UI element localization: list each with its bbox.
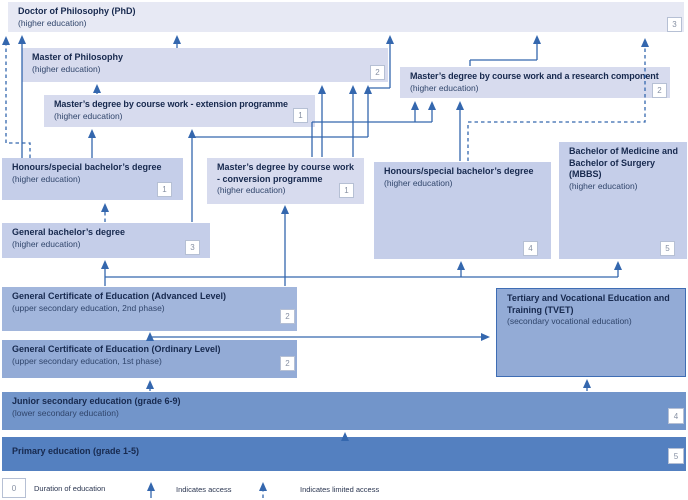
legend-limited-access-label: Indicates limited access — [300, 485, 380, 494]
legend-duration-label: Duration of education — [34, 484, 106, 493]
box-masters-extension: Master’s degree by course work - extensi… — [44, 95, 315, 127]
duration-badge-junior-secondary: 4 — [668, 408, 684, 424]
box-mphil-subtitle: (higher education) — [32, 63, 101, 74]
box-honours-left-title: Honours/special bachelor’s degree — [12, 162, 162, 172]
box-junior-secondary: Junior secondary education (grade 6-9) (… — [2, 392, 686, 430]
box-junior-secondary-title: Junior secondary education (grade 6-9) — [12, 396, 181, 406]
box-general-bachelor: General bachelor’s degree (higher educat… — [2, 223, 210, 258]
box-gce-ordinary-title: General Certificate of Education (Ordina… — [12, 344, 221, 354]
box-tvet-subtitle: (secondary vocational education) — [507, 316, 632, 327]
box-masters-conversion: Master’s degree by course work - convers… — [207, 158, 364, 204]
box-honours-right-title: Honours/special bachelor’s degree — [384, 166, 534, 176]
box-masters-conversion-subtitle: (higher education) — [217, 185, 286, 196]
box-phd: Doctor of Philosophy (PhD) (higher educa… — [8, 2, 684, 32]
duration-badge-honours-left: 1 — [157, 182, 172, 197]
duration-badge-gce-ordinary: 2 — [280, 356, 295, 371]
box-masters-extension-title: Master’s degree by course work - extensi… — [54, 99, 288, 109]
legend-access-label: Indicates access — [176, 485, 232, 494]
box-gce-ordinary-subtitle: (upper secondary education, 1st phase) — [12, 355, 162, 366]
duration-badge-masters-conversion: 1 — [339, 183, 354, 198]
box-honours-right: Honours/special bachelor’s degree (highe… — [374, 162, 551, 259]
box-honours-right-subtitle: (higher education) — [384, 177, 453, 188]
box-phd-title: Doctor of Philosophy (PhD) — [18, 6, 136, 16]
box-tvet: Tertiary and Vocational Education and Tr… — [496, 288, 686, 377]
duration-badge-gce-advanced: 2 — [280, 309, 295, 324]
box-gce-ordinary: General Certificate of Education (Ordina… — [2, 340, 297, 378]
box-gce-advanced-title: General Certificate of Education (Advanc… — [12, 291, 227, 301]
box-masters-research-title: Master’s degree by course work and a res… — [410, 71, 659, 81]
box-mbbs-title: Bachelor of Medicine and Bachelor of Sur… — [569, 146, 679, 180]
box-phd-subtitle: (higher education) — [18, 17, 87, 28]
box-honours-left: Honours/special bachelor’s degree (highe… — [2, 158, 183, 200]
box-masters-research-subtitle: (higher education) — [410, 82, 479, 93]
box-masters-research: Master’s degree by course work and a res… — [400, 67, 670, 98]
box-masters-extension-subtitle: (higher education) — [54, 110, 123, 121]
box-gce-advanced-subtitle: (upper secondary education, 2nd phase) — [12, 302, 165, 313]
box-gce-advanced: General Certificate of Education (Advanc… — [2, 287, 297, 331]
box-masters-conversion-title: Master’s degree by course work - convers… — [217, 162, 355, 184]
box-primary-title: Primary education (grade 1-5) — [12, 446, 140, 456]
duration-badge-primary: 5 — [668, 448, 684, 464]
box-honours-left-subtitle: (higher education) — [12, 173, 81, 184]
duration-badge-phd: 3 — [667, 17, 682, 32]
legend-duration-symbol: 0 — [2, 478, 26, 498]
box-general-bachelor-subtitle: (higher education) — [12, 238, 81, 249]
duration-badge-mbbs: 5 — [660, 241, 675, 256]
duration-badge-general-bachelor: 3 — [185, 240, 200, 255]
duration-badge-honours-right: 4 — [523, 241, 538, 256]
box-mphil-title: Master of Philosophy — [32, 52, 124, 62]
duration-badge-mphil: 2 — [370, 65, 385, 80]
duration-badge-masters-research: 2 — [652, 83, 667, 98]
box-mphil: Master of Philosophy (higher education) — [22, 48, 388, 82]
box-primary: Primary education (grade 1-5) — [2, 437, 686, 471]
box-mbbs: Bachelor of Medicine and Bachelor of Sur… — [559, 142, 687, 259]
duration-badge-masters-extension: 1 — [293, 108, 308, 123]
box-general-bachelor-title: General bachelor’s degree — [12, 227, 126, 237]
box-junior-secondary-subtitle: (lower secondary education) — [12, 407, 119, 418]
box-tvet-title: Tertiary and Vocational Education and Tr… — [507, 293, 670, 315]
box-mbbs-subtitle: (higher education) — [569, 181, 638, 192]
